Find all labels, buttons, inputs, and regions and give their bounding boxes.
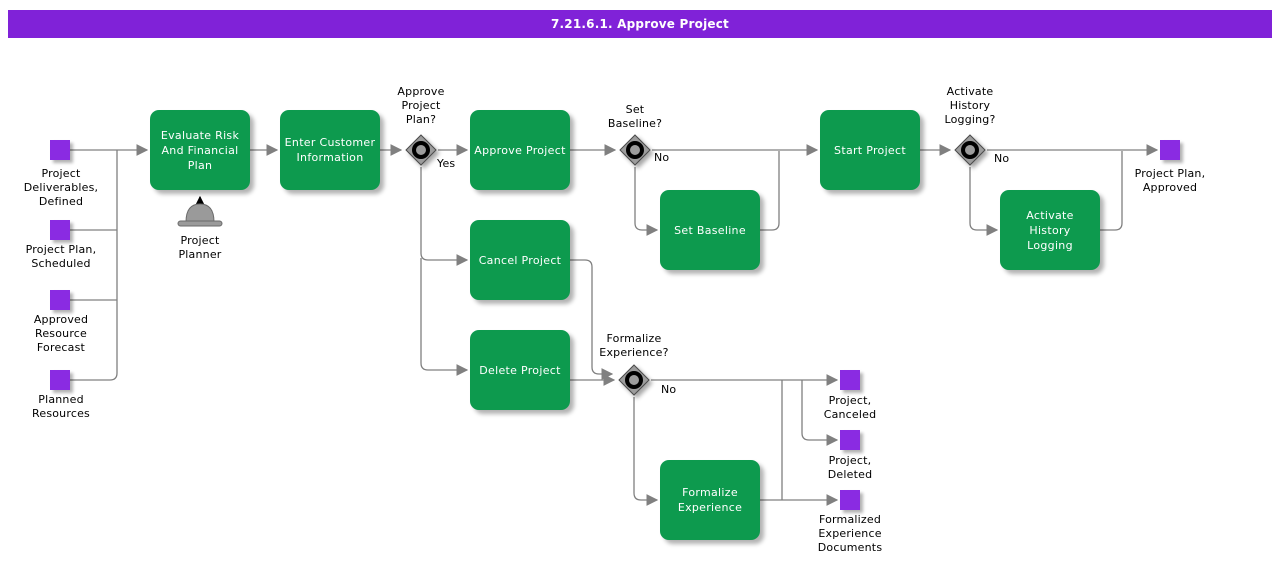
actor-label-project-planner: Project Planner (178, 234, 222, 261)
branch-label-no: No (661, 383, 677, 396)
wire-branch-to-project-deleted (801, 380, 839, 446)
decision-label-approve-project-plan: Approve Project Plan? (397, 85, 445, 126)
artifact-label-project-canceled: Project, Canceled (823, 394, 877, 421)
wire-decision-to-delete (420, 258, 469, 376)
decision-activate-history-logging (953, 133, 987, 167)
diagram-title-bar: 7.21.6.1. Approve Project (8, 10, 1272, 38)
wire-decision-to-setbaseline (634, 167, 659, 236)
decision-set-baseline (618, 133, 652, 167)
artifact-label-project-plan-scheduled: Project Plan, Scheduled (25, 243, 97, 270)
artifact-label-approved-resource-forecast: Approved Resource Forecast (33, 313, 89, 354)
wire-decision-to-formalize (633, 397, 659, 506)
decision-diamond-icon (405, 134, 437, 166)
decision-label-activate-history-logging: Activate History Logging? (944, 85, 996, 126)
process-evaluate-risk[interactable]: Evaluate Risk And Financial Plan (150, 110, 250, 190)
artifact-label-planned-resources: Planned Resources (32, 393, 90, 420)
wire-activatehistory-merge (1100, 151, 1123, 231)
artifact-project-plan-approved[interactable] (1160, 140, 1180, 160)
wire-cancel-to-formalize-decision (570, 259, 614, 380)
process-set-baseline[interactable]: Set Baseline (660, 190, 760, 270)
artifact-planned-resources[interactable] (50, 370, 70, 390)
process-cancel-project[interactable]: Cancel Project (470, 220, 570, 300)
process-enter-customer-information[interactable]: Enter Customer Information (280, 110, 380, 190)
artifact-project-canceled[interactable] (840, 370, 860, 390)
wire-setbaseline-merge (760, 151, 780, 231)
artifact-approved-resource-forecast[interactable] (50, 290, 70, 310)
decision-formalize-experience (617, 363, 651, 397)
branch-label-no: No (994, 152, 1010, 165)
artifact-label-project-deleted: Project, Deleted (827, 454, 873, 481)
artifact-project-plan-scheduled[interactable] (50, 220, 70, 240)
branch-label-no: No (654, 151, 670, 164)
wire-decision-to-activatehistory (969, 167, 999, 236)
artifact-label-formalized-experience-documents: Formalized Experience Documents (817, 513, 883, 554)
process-activate-history-logging[interactable]: Activate History Logging (1000, 190, 1100, 270)
process-approve-project[interactable]: Approve Project (470, 110, 570, 190)
process-start-project[interactable]: Start Project (820, 110, 920, 190)
decision-approve-project-plan (404, 133, 438, 167)
decision-label-set-baseline: Set Baseline? (607, 103, 663, 130)
artifact-formalized-experience-documents[interactable] (840, 490, 860, 510)
actor-icon (176, 198, 224, 234)
decision-label-formalize-experience: Formalize Experience? (599, 332, 669, 359)
artifact-project-deliverables-defined[interactable] (50, 140, 70, 160)
process-formalize-experience[interactable]: Formalize Experience (660, 460, 760, 540)
decision-diamond-icon (954, 134, 986, 166)
diagram-title: 7.21.6.1. Approve Project (551, 17, 729, 31)
decision-diamond-icon (619, 134, 651, 166)
artifact-label-project-deliverables-defined: Project Deliverables, Defined (23, 167, 99, 208)
artifact-project-deleted[interactable] (840, 430, 860, 450)
wire-decision-to-cancel (420, 167, 469, 266)
wire-inputs-trunk (70, 149, 118, 381)
branch-label-yes: Yes (437, 157, 456, 170)
process-delete-project[interactable]: Delete Project (470, 330, 570, 410)
artifact-label-project-plan-approved: Project Plan, Approved (1134, 167, 1206, 194)
decision-diamond-icon (618, 364, 650, 396)
